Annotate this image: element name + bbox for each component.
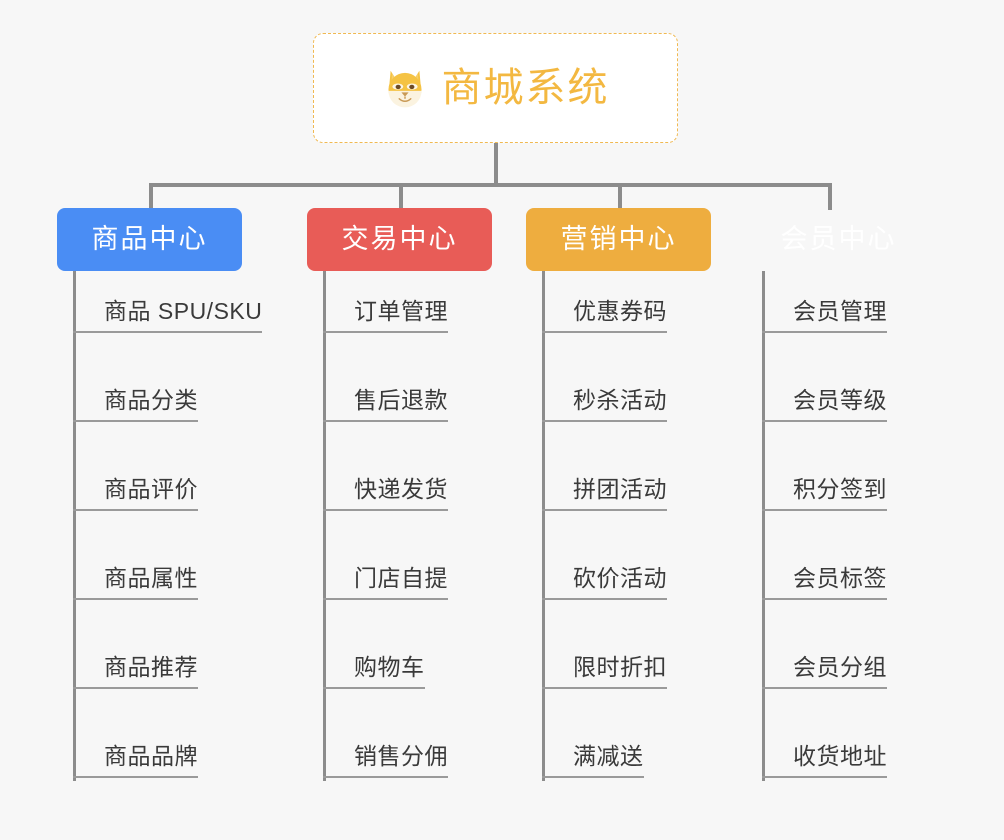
leaf-item[interactable]: 会员等级 — [762, 387, 887, 423]
leaf-item[interactable]: 收货地址 — [762, 743, 887, 779]
leaf-item[interactable]: 秒杀活动 — [542, 387, 667, 423]
branch-header-2[interactable]: 交易中心 — [307, 208, 492, 271]
leaf-item[interactable]: 砍价活动 — [542, 565, 667, 601]
leaf-item[interactable]: 商品属性 — [73, 565, 198, 601]
leaf-item-label: 积分签到 — [793, 476, 887, 502]
leaf-item[interactable]: 积分签到 — [762, 476, 887, 512]
leaf-item-label: 销售分佣 — [354, 743, 448, 769]
leaf-item[interactable]: 限时折扣 — [542, 654, 667, 690]
branch-header-4[interactable]: 会员中心 — [746, 208, 931, 271]
dog-face-icon — [382, 65, 428, 111]
leaf-item-label: 会员标签 — [793, 565, 887, 591]
leaf-item-label: 订单管理 — [354, 298, 448, 324]
root-node[interactable]: 商城系统 — [313, 33, 678, 143]
connector-drop-4 — [828, 183, 832, 210]
leaf-item-label: 购物车 — [354, 654, 425, 680]
leaf-item-label: 会员等级 — [793, 387, 887, 413]
root-title: 商城系统 — [441, 66, 610, 110]
leaf-item-label: 满减送 — [573, 743, 644, 769]
branch-spine — [542, 271, 545, 781]
leaf-item[interactable]: 会员分组 — [762, 654, 887, 690]
leaf-item[interactable]: 购物车 — [323, 654, 425, 690]
leaf-item[interactable]: 售后退款 — [323, 387, 448, 423]
leaf-item-label: 商品评价 — [104, 476, 198, 502]
leaf-item-label: 拼团活动 — [573, 476, 667, 502]
leaf-item[interactable]: 门店自提 — [323, 565, 448, 601]
leaf-item-label: 商品推荐 — [104, 654, 198, 680]
branch-header-label: 营销中心 — [560, 224, 677, 254]
connector-drop-2 — [399, 183, 403, 210]
leaf-item-label: 门店自提 — [354, 565, 448, 591]
leaf-item[interactable]: 优惠券码 — [542, 298, 667, 334]
connector-horizontal-bus — [149, 183, 831, 187]
leaf-item[interactable]: 销售分佣 — [323, 743, 448, 779]
leaf-item[interactable]: 商品分类 — [73, 387, 198, 423]
leaf-item[interactable]: 商品 SPU/SKU — [73, 298, 263, 334]
branch-spine — [762, 271, 765, 781]
leaf-item[interactable]: 拼团活动 — [542, 476, 667, 512]
leaf-item-label: 商品 SPU/SKU — [104, 298, 263, 324]
leaf-item-label: 商品品牌 — [104, 743, 198, 769]
branch-header-label: 商品中心 — [91, 224, 208, 254]
leaf-item-label: 会员分组 — [793, 654, 887, 680]
leaf-item-label: 砍价活动 — [573, 565, 667, 591]
leaf-item-label: 商品属性 — [104, 565, 198, 591]
leaf-item[interactable]: 商品推荐 — [73, 654, 198, 690]
branch-spine — [73, 271, 76, 781]
leaf-item-label: 快递发货 — [354, 476, 448, 502]
leaf-item[interactable]: 满减送 — [542, 743, 644, 779]
leaf-item-label: 会员管理 — [793, 298, 887, 324]
leaf-item[interactable]: 会员标签 — [762, 565, 887, 601]
branch-header-1[interactable]: 商品中心 — [57, 208, 242, 271]
leaf-item[interactable]: 订单管理 — [323, 298, 448, 334]
branch-header-label: 交易中心 — [341, 224, 458, 254]
leaf-item-label: 秒杀活动 — [573, 387, 667, 413]
leaf-item[interactable]: 会员管理 — [762, 298, 887, 334]
leaf-item-label: 优惠券码 — [573, 298, 667, 324]
connector-drop-3 — [618, 183, 622, 210]
leaf-item-label: 限时折扣 — [573, 654, 667, 680]
leaf-item-label: 售后退款 — [354, 387, 448, 413]
leaf-item-label: 收货地址 — [793, 743, 887, 769]
branch-header-3[interactable]: 营销中心 — [526, 208, 711, 271]
connector-root-stem — [494, 143, 498, 185]
leaf-item-label: 商品分类 — [104, 387, 198, 413]
leaf-item[interactable]: 快递发货 — [323, 476, 448, 512]
connector-drop-1 — [149, 183, 153, 210]
leaf-item[interactable]: 商品评价 — [73, 476, 198, 512]
branch-spine — [323, 271, 326, 781]
leaf-item[interactable]: 商品品牌 — [73, 743, 198, 779]
branch-header-label: 会员中心 — [780, 224, 897, 254]
